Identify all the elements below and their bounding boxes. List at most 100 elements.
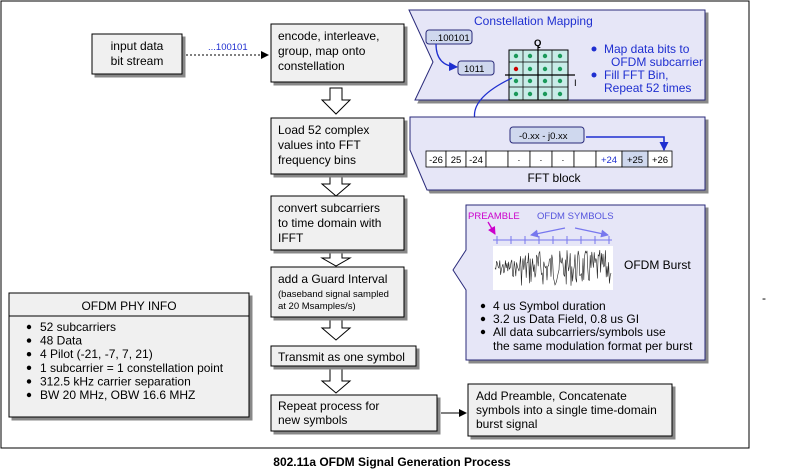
constellation-panel: Constellation Mapping ...100101 1011 Q I…	[408, 9, 706, 101]
svg-text:(baseband signal sampled: (baseband signal sampled	[278, 289, 389, 300]
constellation-point	[513, 91, 519, 97]
step-final-box: Add Preamble, Concatenate symbols into a…	[467, 383, 673, 437]
constellation-point	[557, 66, 563, 72]
fft-bin-label: +24	[601, 155, 617, 166]
down-arrow-5	[320, 368, 352, 394]
constellation-point	[527, 66, 533, 72]
svg-text:the same modulation format per: the same modulation format per burst	[493, 339, 693, 353]
down-arrow-2	[320, 175, 352, 197]
fft-bin-label: ·	[561, 155, 564, 166]
step-repeat-box: Repeat process for new symbols	[270, 394, 438, 432]
phy-bullet	[26, 379, 32, 384]
value-to-bin-arrow	[586, 136, 669, 151]
svg-text:input data: input data	[111, 39, 164, 53]
svg-text:Load 52 complex: Load 52 complex	[278, 123, 369, 137]
fft-bin-label: +25	[627, 155, 643, 166]
fft-bin-label: 25	[451, 155, 462, 166]
svg-text:symbols into a single time-dom: symbols into a single time-domain	[476, 403, 657, 417]
svg-text:Q: Q	[534, 38, 541, 49]
phy-bullet	[26, 392, 32, 398]
constellation-point	[542, 91, 548, 97]
phy-bullet	[26, 324, 32, 330]
svg-text:Repeat 52 times: Repeat 52 times	[604, 81, 691, 95]
fft-value-label: -0.xx - j0.xx	[519, 131, 568, 142]
bitstream-label: ...100101	[208, 42, 248, 53]
fft-bin-label: +26	[652, 155, 668, 166]
constellation-point	[542, 53, 548, 59]
bits-group-label: 1011	[464, 64, 484, 75]
svg-text:3.2 us Data Field, 0.8 us GI: 3.2 us Data Field, 0.8 us GI	[493, 312, 639, 326]
down-arrow-3	[320, 252, 352, 267]
constellation-point	[542, 66, 548, 72]
fft-caption: FFT block	[527, 171, 581, 185]
constellation-points	[513, 53, 563, 97]
bits-in-label: ...100101	[430, 33, 470, 44]
constellation-point	[542, 78, 548, 84]
constellation-point	[513, 53, 519, 59]
svg-text:Transmit as one symbol: Transmit as one symbol	[278, 350, 405, 364]
svg-text:OFDM subcarrier: OFDM subcarrier	[611, 55, 703, 69]
step-transmit-box: Transmit as one symbol	[270, 345, 417, 367]
fft-bin-label: ·	[517, 155, 520, 166]
constellation-point	[557, 78, 563, 84]
burst-label: OFDM Burst	[624, 258, 691, 272]
constellation-point	[527, 78, 533, 84]
bits-to-group-arrow	[435, 43, 458, 72]
svg-text:Map data bits to: Map data bits to	[604, 42, 690, 56]
ofdm-burst-waveform	[493, 246, 613, 290]
svg-text:encode, interleave,: encode, interleave,	[278, 29, 379, 43]
constellation-point	[527, 53, 533, 59]
svg-text:4 us Symbol duration: 4 us Symbol duration	[493, 299, 606, 313]
preamble-label: PREAMBLE	[468, 211, 520, 222]
svg-text:add a Guard Interval: add a Guard Interval	[278, 272, 387, 286]
diagram-title: 802.11a OFDM Signal Generation Process	[273, 455, 511, 469]
svg-text:to time domain with: to time domain with	[278, 216, 381, 230]
burst-panel: PREAMBLE OFDM SYMBOLS OFDM Burst 4 us Sy…	[452, 204, 706, 361]
svg-text:I: I	[574, 78, 577, 89]
constellation-point	[557, 53, 563, 59]
phy-info-item: 48 Data	[40, 334, 82, 348]
phy-info-item: 4 Pilot (-21, -7, 7, 21)	[40, 347, 153, 361]
constellation-point	[513, 78, 519, 84]
svg-text:All data subcarriers/symbols u: All data subcarriers/symbols use	[493, 325, 666, 339]
fft-bin	[485, 150, 509, 168]
phy-info-title: OFDM PHY INFO	[81, 299, 176, 313]
phy-bullet	[26, 338, 32, 343]
step-guard-box: add a Guard Interval (baseband signal sa…	[270, 266, 405, 318]
ofdm-symbols-label: OFDM SYMBOLS	[537, 211, 614, 222]
step-ifft-box: convert subcarriers to time domain with …	[270, 195, 405, 251]
stray-mark: -	[762, 291, 766, 305]
down-arrow-1	[320, 87, 352, 115]
svg-text:IFFT: IFFT	[278, 231, 304, 245]
phy-info-item: BW 20 MHz, OBW 16.6 MHZ	[40, 388, 195, 402]
down-arrow-4	[320, 318, 352, 341]
bullet-dot-1	[591, 46, 597, 52]
symbol-ticks	[496, 236, 610, 244]
fft-bin	[647, 150, 673, 168]
svg-text:Repeat process for: Repeat process for	[278, 399, 379, 413]
input-data-box: input data bit stream	[91, 33, 183, 75]
phy-info-item: 312.5 kHz carrier separation	[40, 374, 191, 388]
constellation-point	[527, 91, 533, 97]
svg-text:at 20 Msamples/s): at 20 Msamples/s)	[278, 301, 356, 312]
fft-bin-label: -26	[429, 155, 443, 166]
svg-text:burst signal: burst signal	[476, 417, 537, 431]
svg-text:convert subcarriers: convert subcarriers	[278, 201, 380, 215]
phy-info-item: 1 subcarrier = 1 constellation point	[40, 361, 224, 375]
constellation-point	[513, 66, 519, 72]
fft-bin	[573, 150, 597, 168]
phy-bullet	[26, 365, 32, 370]
bullet-dot-2	[591, 72, 597, 78]
svg-text:values into FFT: values into FFT	[278, 138, 361, 152]
constellation-point	[557, 91, 563, 97]
fft-bin-label: ·	[539, 155, 542, 166]
constellation-title: Constellation Mapping	[474, 14, 593, 28]
svg-text:Fill FFT Bin,: Fill FFT Bin,	[604, 68, 668, 82]
svg-text:bit stream: bit stream	[111, 54, 164, 68]
phy-info-item: 52 subcarriers	[40, 320, 116, 334]
